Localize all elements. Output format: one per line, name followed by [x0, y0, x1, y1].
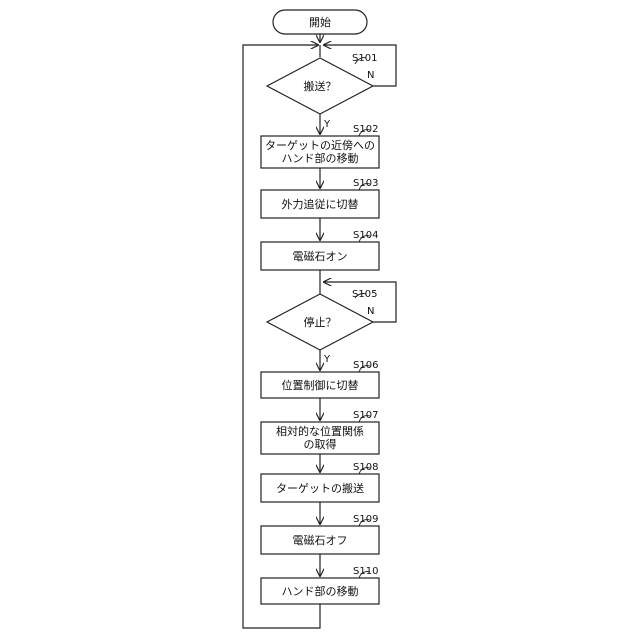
s106-text: 位置制御に切替: [282, 378, 359, 392]
s101-no-label: N: [367, 70, 374, 81]
process-s109: 電磁石オフ: [261, 526, 379, 554]
process-s106: 位置制御に切替: [261, 372, 379, 398]
s107-line2: の取得: [304, 438, 337, 451]
s107-line1: 相対的な位置関係: [276, 424, 364, 438]
s101-yes-label: Y: [323, 119, 331, 130]
process-s108: ターゲットの搬送: [261, 474, 379, 502]
s103-text: 外力追従に切替: [282, 197, 359, 211]
s107-step-id: S107: [353, 410, 378, 421]
s110-text: ハンド部の移動: [282, 584, 359, 598]
s105-yes-label: Y: [323, 354, 331, 365]
s102-line2: ハンド部の移動: [282, 151, 359, 165]
process-s103: 外力追従に切替: [261, 190, 379, 218]
s109-text: 電磁石オフ: [293, 534, 348, 547]
s108-text: ターゲットの搬送: [276, 481, 364, 495]
process-s104: 電磁石オン: [261, 242, 379, 270]
s110-step-id: S110: [353, 566, 378, 577]
s105-text: 停止？: [304, 315, 337, 329]
s101-text: 搬送？: [304, 79, 337, 93]
decision-s101: 搬送？: [267, 58, 373, 114]
s104-text: 電磁石オン: [293, 250, 348, 263]
s105-step-id: S105: [352, 289, 377, 300]
s109-step-id: S109: [353, 514, 378, 525]
s102-step-id: S102: [353, 124, 378, 135]
process-s107: 相対的な位置関係 の取得: [261, 422, 379, 454]
decision-s105: 停止？: [267, 294, 373, 350]
s103-step-id: S103: [353, 178, 378, 189]
s102-line1: ターゲットの近傍への: [265, 138, 375, 152]
s104-step-id: S104: [353, 230, 378, 241]
s101-step-id: S101: [352, 53, 377, 64]
s106-step-id: S106: [353, 360, 378, 371]
s108-step-id: S108: [353, 462, 378, 473]
start-terminal: 開始: [273, 10, 367, 34]
s105-no-label: N: [367, 306, 374, 317]
process-s102: ターゲットの近傍への ハンド部の移動: [261, 136, 379, 168]
start-label: 開始: [309, 15, 331, 29]
process-s110: ハンド部の移動: [261, 578, 379, 604]
